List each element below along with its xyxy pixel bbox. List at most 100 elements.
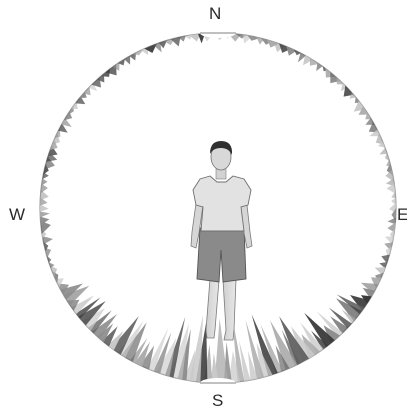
- vegetation-tuft: [153, 332, 172, 374]
- vegetation-tuft: [267, 39, 279, 48]
- vegetation-tuft: [82, 308, 105, 331]
- vegetation-tuft: [40, 183, 48, 194]
- vegetation-tuft: [134, 341, 150, 367]
- vegetation-tuft: [328, 307, 352, 329]
- vegetation-tuft: [260, 38, 273, 45]
- vegetation-tuft: [49, 265, 58, 277]
- observer-shorts: [196, 227, 247, 283]
- vegetation-tuft: [304, 312, 335, 348]
- vegetation-tuft: [379, 262, 388, 269]
- vegetation-tuft: [71, 101, 78, 110]
- vegetation-tuft: [247, 35, 261, 41]
- vegetation-tuft: [293, 49, 301, 56]
- vegetation-tuft: [58, 123, 68, 133]
- vegetation-tuft: [178, 35, 186, 42]
- vegetation-tuft: [43, 164, 49, 175]
- vegetation-tuft: [111, 316, 139, 355]
- vegetation-tuft: [88, 310, 112, 334]
- vegetation-tuft: [385, 178, 395, 187]
- vegetation-tuft: [303, 55, 313, 66]
- vegetation-tuft: [391, 197, 396, 206]
- vegetation-tuft: [316, 311, 343, 338]
- vegetation-tuft: [112, 62, 120, 71]
- west-label: W: [9, 205, 26, 224]
- vegetation-tuft: [140, 345, 155, 370]
- vegetation-tuft: [214, 318, 229, 384]
- vegetation-tuft: [340, 83, 348, 92]
- vegetation-tuft: [385, 246, 392, 260]
- vegetation-tuft: [375, 133, 384, 145]
- vegetation-tuft: [323, 325, 340, 344]
- vegetation-tuft: [61, 118, 72, 127]
- vegetation-tuft: [102, 326, 118, 347]
- vegetation-tuft: [198, 33, 205, 44]
- vegetation-tuft: [75, 297, 101, 319]
- vegetation-tuft: [245, 319, 264, 379]
- vegetation-tuft: [118, 58, 125, 66]
- vegetation-tuft: [341, 309, 356, 324]
- vegetation-tuft: [97, 323, 114, 343]
- vegetation-tuft: [41, 178, 48, 186]
- vegetation-tuft: [260, 324, 283, 374]
- vegetation-tuft: [42, 236, 53, 245]
- vegetation-tuft: [57, 283, 69, 295]
- vegetation-tuft: [286, 46, 297, 56]
- vegetation-tuft: [170, 36, 181, 47]
- vegetation-tuft: [40, 211, 50, 218]
- vegetation-tuft: [44, 247, 52, 258]
- vegetation-tuft: [386, 183, 396, 194]
- vegetation-tuft: [153, 42, 162, 53]
- vegetation-tuft: [60, 283, 83, 300]
- vegetation-tuft: [279, 43, 292, 53]
- vegetation-tuft: [48, 262, 55, 268]
- vegetation-tuft: [251, 314, 278, 376]
- vegetation-tuft: [385, 169, 395, 182]
- vegetation-tuft: [75, 96, 86, 105]
- vegetation-tuft: [46, 255, 52, 263]
- vegetation-tuft: [379, 147, 388, 155]
- vegetation-tuft: [381, 254, 390, 264]
- vegetation-tuft: [66, 105, 74, 116]
- vegetation-tuft: [330, 316, 348, 334]
- vegetation-ring: [40, 28, 397, 388]
- vegetation-tuft: [387, 217, 396, 225]
- vegetation-tuft: [316, 62, 323, 72]
- vegetation-tuft: [370, 277, 382, 289]
- vegetation-tuft: [129, 52, 137, 61]
- vegetation-tuft: [40, 216, 50, 226]
- vegetation-tuft: [40, 220, 51, 234]
- vegetation-tuft: [336, 298, 362, 322]
- vegetation-tuft: [159, 40, 167, 49]
- observer-hair: [210, 141, 233, 155]
- observer-shirt: [192, 175, 252, 232]
- vegetation-tuft: [42, 172, 49, 180]
- vegetation-tuft: [64, 111, 73, 121]
- observer-figure: [190, 141, 253, 341]
- vegetation-tuft: [232, 317, 245, 382]
- south-label: S: [212, 391, 224, 410]
- vegetation-tuft: [228, 350, 241, 383]
- east-label: E: [397, 206, 407, 223]
- vegetation-tuft: [309, 58, 319, 66]
- vegetation-tuft: [350, 295, 370, 311]
- vegetation-tuft: [336, 77, 345, 85]
- vegetation-tuft: [368, 121, 379, 133]
- vegetation-tuft: [210, 352, 219, 383]
- vegetation-tuft: [47, 145, 58, 157]
- vegetation-tuft: [92, 314, 118, 339]
- vegetation-tuft: [301, 334, 320, 359]
- vegetation-tuft: [300, 322, 324, 354]
- vegetation-tuft: [378, 142, 386, 148]
- observer-right-leg: [222, 278, 237, 341]
- vegetation-tuft: [50, 139, 58, 150]
- vegetation-tuft: [83, 86, 91, 96]
- vegetation-tuft: [273, 41, 285, 53]
- vegetation-tuft: [291, 326, 315, 362]
- vegetation-tuft: [71, 295, 95, 315]
- observer-left-leg: [205, 278, 220, 339]
- vegetation-tuft: [384, 236, 394, 245]
- vegetation-tuft: [358, 106, 369, 115]
- vegetation-tuft: [391, 208, 397, 221]
